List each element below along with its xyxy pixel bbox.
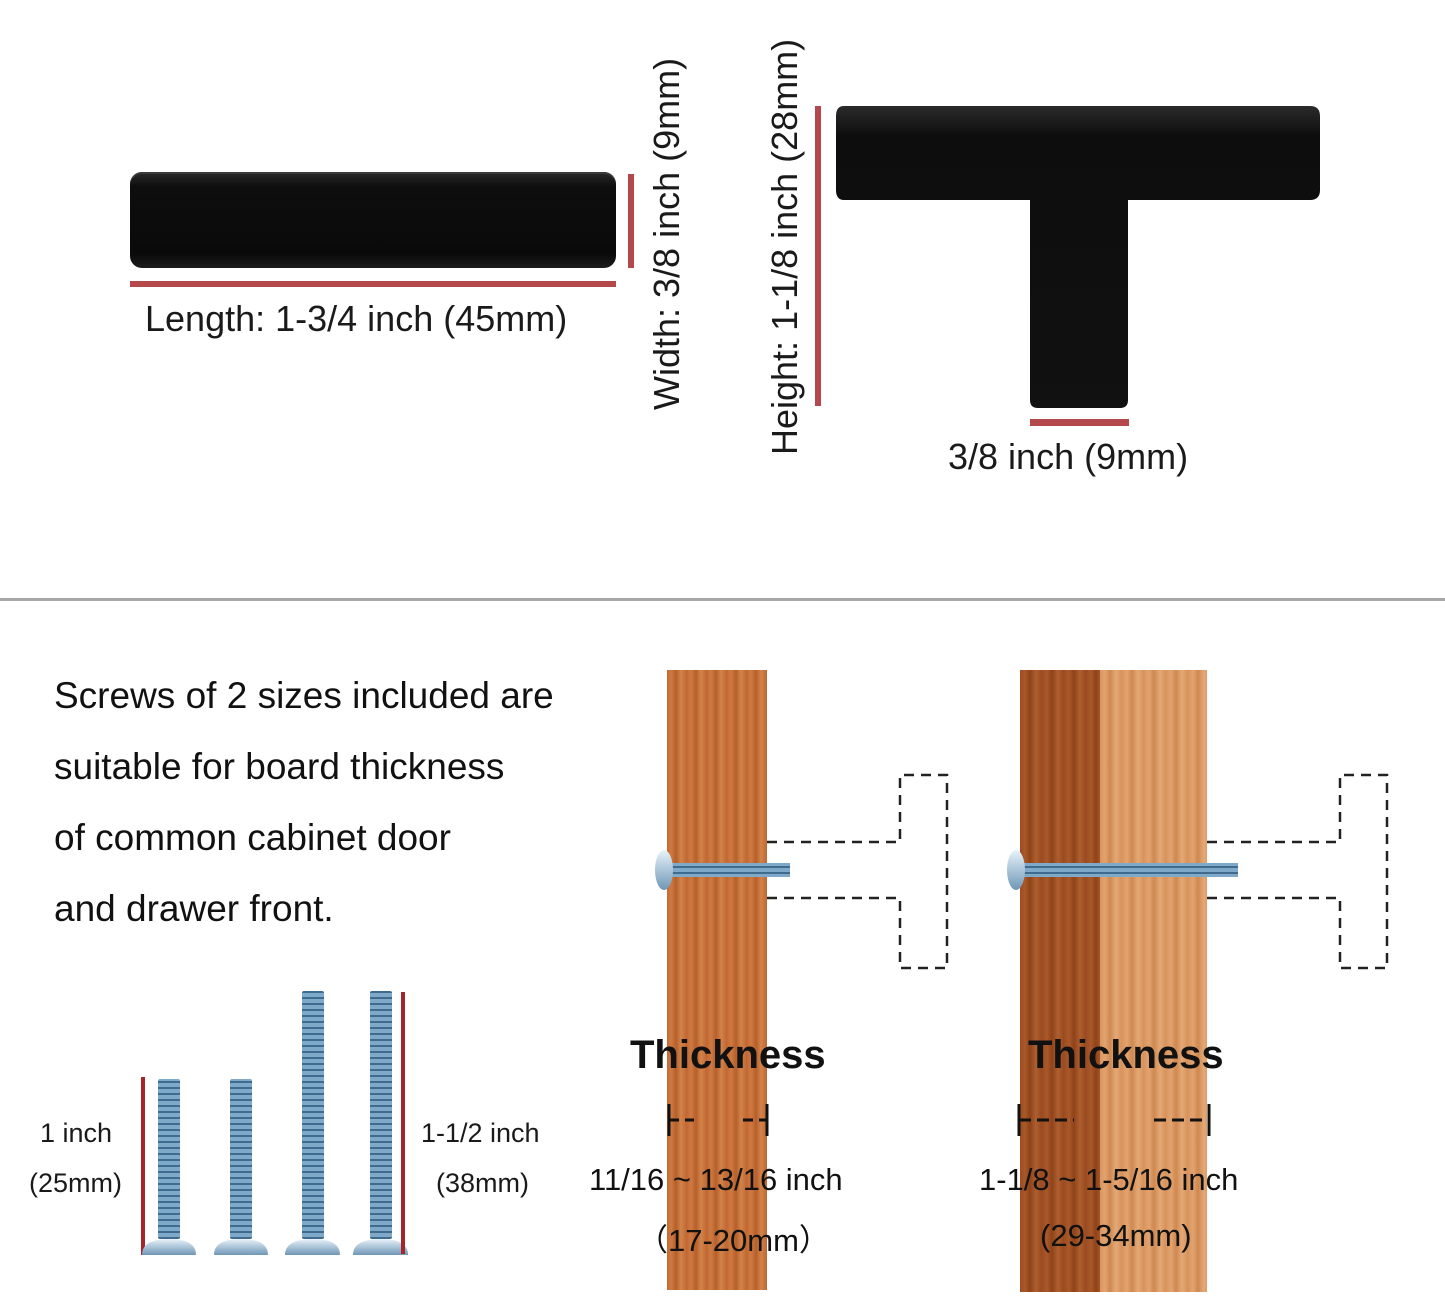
screw-icon xyxy=(1007,850,1238,890)
stem-width-label: 3/8 inch (9mm) xyxy=(948,436,1189,477)
long-screw-size: 1-1/2 inch xyxy=(421,1118,540,1148)
thick-thickness-title: Thickness xyxy=(1028,1033,1224,1077)
t-handle-front-view xyxy=(836,106,1320,408)
long-screw-2-icon xyxy=(353,991,408,1255)
screw-description: Screws of 2 sizes included are suitable … xyxy=(54,660,554,944)
long-screw-metric: (38mm) xyxy=(436,1168,529,1198)
thick-thickness-range: 1-1/8 ~ 1-5/16 inch xyxy=(979,1162,1239,1197)
short-screw-2-icon xyxy=(214,1079,268,1255)
thick-thickness-bracket xyxy=(1017,1104,1211,1136)
handle-side-view xyxy=(130,172,616,268)
section-divider xyxy=(0,598,1445,601)
thin-thickness-bracket xyxy=(667,1104,769,1136)
stem-width-marker xyxy=(1030,419,1129,426)
dashed-handle-outline-icon xyxy=(767,773,949,970)
short-screw-1-icon xyxy=(142,1079,196,1255)
height-marker xyxy=(815,106,821,406)
description-line: Screws of 2 sizes included are xyxy=(54,675,554,716)
thick-thickness-metric: (29-34mm) xyxy=(1040,1218,1192,1253)
thin-thickness-metric: （17-20mm） xyxy=(637,1223,830,1258)
height-label: Height: 1-1/8 inch (28mm) xyxy=(764,38,805,455)
description-line: of common cabinet door xyxy=(54,817,451,858)
long-screw-1-icon xyxy=(285,991,340,1255)
short-screw-metric: (25mm) xyxy=(29,1168,122,1198)
description-line: suitable for board thickness xyxy=(54,746,505,787)
thin-board-illustration xyxy=(667,670,767,1290)
thin-board-assembly-diagram xyxy=(655,773,949,970)
length-marker xyxy=(130,281,616,287)
screw-set-illustration xyxy=(142,991,408,1255)
thin-thickness-title: Thickness xyxy=(630,1033,826,1077)
width-marker xyxy=(628,174,634,268)
thick-board-dark-layer xyxy=(1020,670,1100,1292)
width-label: Width: 3/8 inch (9mm) xyxy=(646,57,687,410)
description-line: and drawer front. xyxy=(54,888,334,929)
screw-icon xyxy=(655,850,790,890)
short-screw-size: 1 inch xyxy=(40,1118,113,1148)
long-screw-marker xyxy=(401,992,405,1254)
short-screw-marker xyxy=(141,1077,145,1255)
thick-board-assembly-diagram xyxy=(1007,773,1389,970)
dashed-handle-outline-icon xyxy=(1207,773,1389,970)
length-label: Length: 1-3/4 inch (45mm) xyxy=(145,298,568,339)
thin-thickness-range: 11/16 ~ 13/16 inch xyxy=(589,1162,843,1197)
thick-board-light-layer xyxy=(1100,670,1207,1292)
